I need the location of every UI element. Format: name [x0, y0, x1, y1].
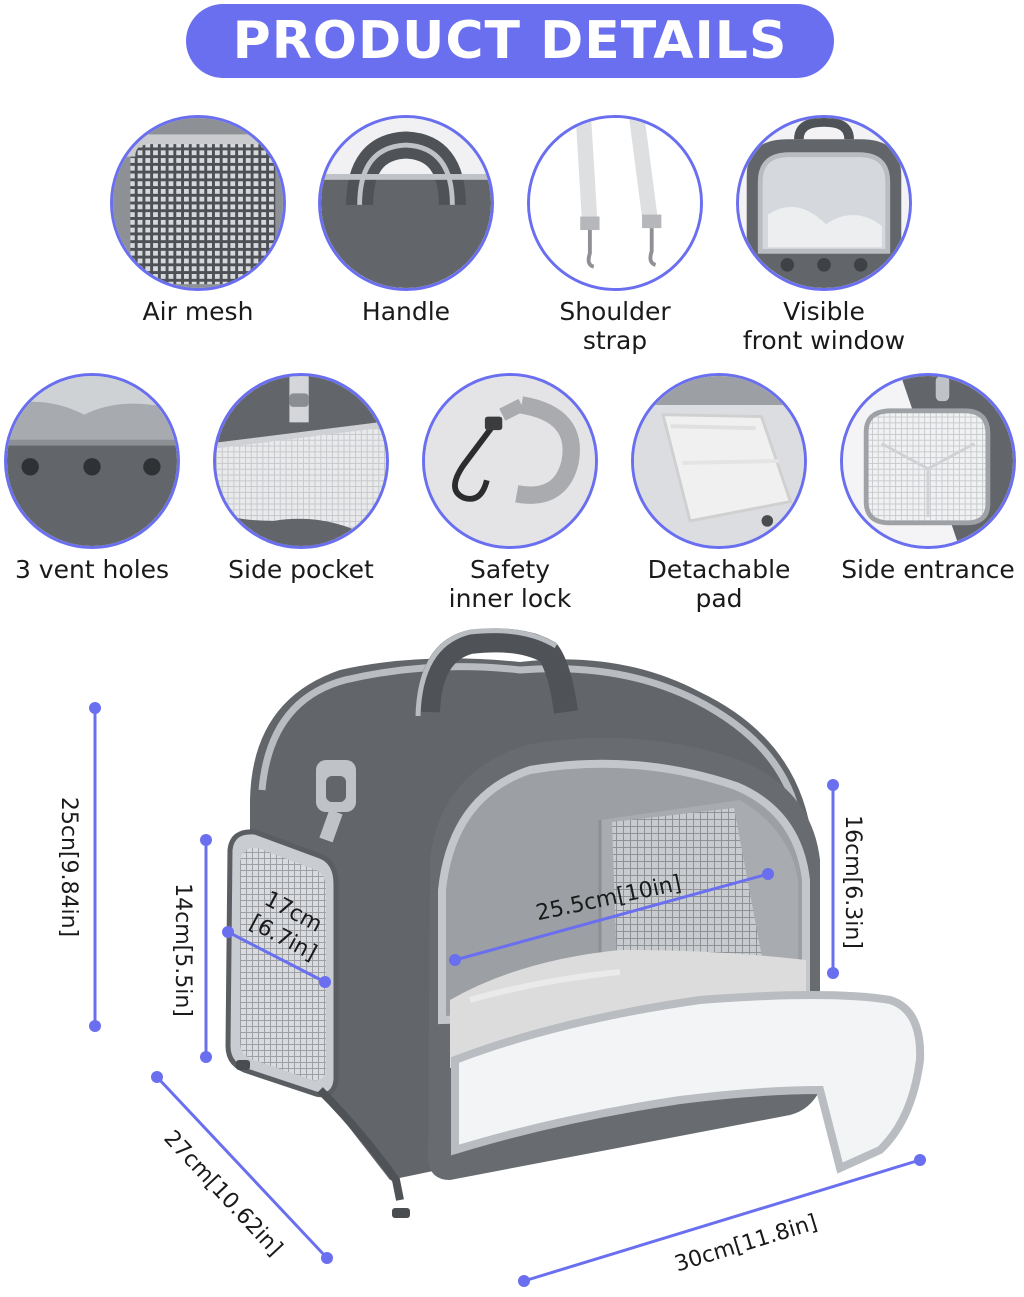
feature-caption: Air mesh	[142, 297, 254, 326]
side-height-label: 14cm[5.5in]	[170, 883, 195, 1017]
feature-caption: Handle	[361, 297, 451, 326]
inner-lock-icon	[422, 373, 598, 549]
air-mesh-icon	[110, 115, 286, 291]
window-height-label: 16cm[6.3in]	[840, 815, 865, 949]
title-banner: PRODUCT DETAILS	[186, 4, 834, 78]
front-window-icon	[736, 115, 912, 291]
vent-holes-icon	[4, 373, 180, 549]
feature-caption: Visible front window	[742, 297, 906, 355]
feature-caption: 3 vent holes	[14, 555, 170, 584]
feature-caption: Shoulder strap	[559, 297, 671, 355]
feature-caption: Safety inner lock	[448, 555, 572, 613]
feature-caption: Side pocket	[228, 555, 374, 584]
dimension-lines	[89, 702, 926, 1287]
feature-caption: Side entrance	[841, 555, 1015, 584]
page-title: PRODUCT DETAILS	[232, 11, 788, 71]
pet-carrier-illustration	[225, 628, 925, 1218]
shoulder-strap-icon	[527, 115, 703, 291]
total-height-label: 25cn[9.84in]	[56, 797, 81, 937]
side-pocket-icon	[213, 373, 389, 549]
feature-caption: Detachable pad	[647, 555, 791, 613]
side-entrance-icon	[840, 373, 1016, 549]
handle-icon	[318, 115, 494, 291]
pad-icon	[631, 373, 807, 549]
length-label: 30cm[11.8in]	[672, 1210, 821, 1277]
